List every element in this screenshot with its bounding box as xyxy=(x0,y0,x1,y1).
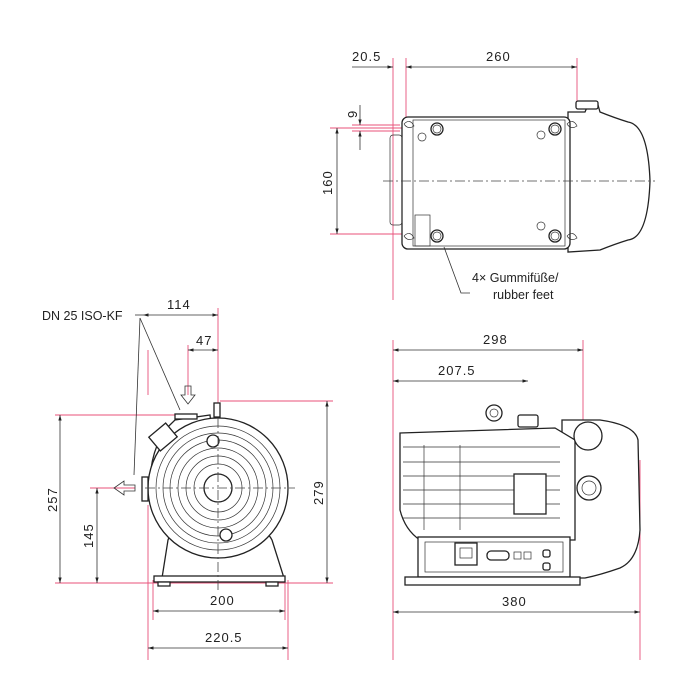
inlet-arrow-icon xyxy=(180,385,196,405)
dim-260: 260 xyxy=(486,49,511,64)
side-base xyxy=(404,576,581,586)
serial-port-icon xyxy=(486,550,510,561)
dim-279: 279 xyxy=(311,480,326,505)
dim-114: 114 xyxy=(167,297,191,312)
top-view: 20.5 260 9 160 4× Gummifüße/ rubber feet xyxy=(320,49,655,302)
side-view: 298 207.5 380 xyxy=(392,332,641,660)
flange-label: DN 25 ISO-KF xyxy=(42,309,123,323)
dim-200: 200 xyxy=(210,593,235,608)
front-feet xyxy=(153,575,286,583)
dim-20-5: 20.5 xyxy=(352,49,381,64)
label-plate xyxy=(513,473,547,515)
front-view: DN 25 ISO-KF 114 47 257 145 279 200 220.… xyxy=(42,297,333,660)
motor-housing xyxy=(567,104,651,253)
callout-feet-en: rubber feet xyxy=(493,288,554,302)
dim-145: 145 xyxy=(81,523,96,548)
dim-9: 9 xyxy=(345,110,360,118)
dim-160: 160 xyxy=(320,170,335,195)
power-socket-icon xyxy=(454,542,478,566)
outlet-arrow-icon xyxy=(113,480,136,496)
inlet-flange xyxy=(174,413,198,420)
callout-leader xyxy=(443,246,470,294)
dim-380: 380 xyxy=(502,594,527,609)
motor-end xyxy=(561,419,641,579)
outlet-flange xyxy=(141,476,149,502)
inlet-port xyxy=(573,421,603,451)
dim-220-5: 220.5 xyxy=(205,630,243,645)
dim-257: 257 xyxy=(45,487,60,512)
top-port xyxy=(575,100,599,110)
pump-body-side xyxy=(399,427,576,541)
lifting-eye xyxy=(485,404,503,422)
dim-207-5: 207.5 xyxy=(438,363,476,378)
callout-feet-de: 4× Gummifüße/ xyxy=(472,271,559,285)
dim-298: 298 xyxy=(483,332,508,347)
rubber-feet xyxy=(403,121,578,243)
dim-47: 47 xyxy=(196,333,212,348)
